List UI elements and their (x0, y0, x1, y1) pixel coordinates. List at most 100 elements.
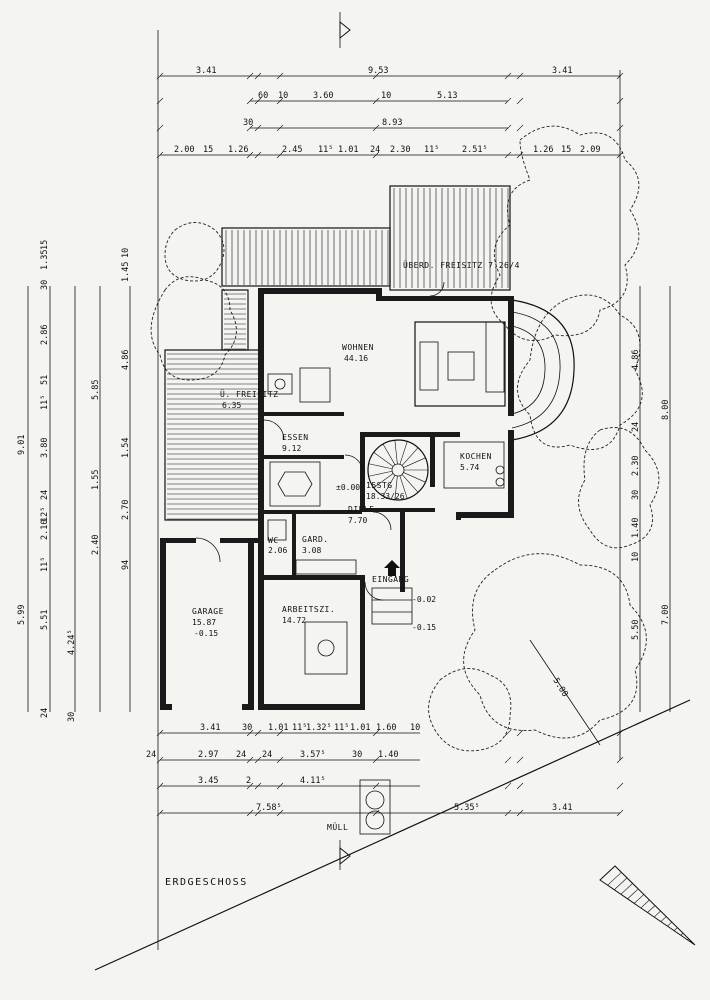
dim-bot-3-1: 2 (246, 776, 251, 786)
dim-tick (616, 809, 624, 817)
dim-tick (372, 97, 380, 105)
dim-tick (156, 729, 164, 737)
stair-tread (382, 475, 396, 497)
north-arrow-hatch (640, 899, 650, 909)
dim-right-c1-4: 1.40 (631, 518, 641, 538)
dim-tick (616, 97, 624, 105)
dim-top-4-9: 2.51⁵ (462, 145, 488, 155)
dim-bot-4-1: 5.35⁵ (454, 803, 480, 813)
room-area-kochen: 5.74 (460, 463, 479, 472)
dim-top-4-4: 11⁵ (318, 145, 333, 155)
wardrobe (295, 559, 357, 575)
dim-left-c2-3: 2.86 (40, 325, 50, 345)
dimension-lines (27, 72, 671, 817)
dim-bot-1-5: 11⁵ (334, 723, 349, 733)
room-name-garage: GARAGE (192, 607, 224, 616)
coffee-table (447, 351, 475, 381)
stove (267, 373, 293, 395)
dim-top-4-5: 1.01 (338, 145, 358, 155)
room-name-freisitz: Ü. FREISITZ (220, 389, 278, 399)
dim-left-c3-4: 1.54 (121, 438, 131, 458)
entrance-steps (371, 560, 413, 625)
stair-tread (403, 457, 426, 468)
section-markers (339, 12, 351, 870)
room-area-arbeitszi: 14.72 (282, 616, 306, 625)
entrance-arrow-icon (384, 560, 400, 576)
tree-left (150, 276, 237, 381)
dim-top-1-1: 9.53 (368, 66, 388, 76)
dim-tick (616, 756, 624, 764)
dim-top-4-1: 15 (203, 145, 213, 155)
dim-top-4-12: 2.09 (580, 145, 600, 155)
stair-tread (368, 470, 393, 477)
roof-hatching (164, 185, 511, 521)
dim-right-c1-6: 5.50 (631, 620, 641, 640)
stair-tread (399, 475, 408, 499)
room-area-freisitz: 6.35 (222, 401, 241, 410)
dim-top-4-3: 2.45 (282, 145, 302, 155)
terrace-deck (164, 349, 261, 521)
stair-tread (399, 441, 408, 465)
dim-tick (276, 72, 284, 80)
dim-bot-1-3: 11⁵ (292, 723, 307, 733)
level-entry: -0.02 (412, 595, 436, 604)
room-name-freisitz-upper: ÜBERD. FREISITZ 7.26/4 (403, 260, 520, 270)
dim-tick (276, 809, 284, 817)
dim-tick (156, 756, 164, 764)
room-name-gard: GARD. (302, 535, 329, 544)
dim-left-c2-7: 24 (40, 490, 50, 500)
dining-table-octagon (277, 471, 313, 497)
room-name-kochen: KOCHEN (460, 452, 492, 461)
stair-tread (403, 472, 426, 483)
dim-top-4-8: 11⁵ (424, 145, 439, 155)
dim-left-c2-1: 30 (40, 280, 50, 290)
furniture (267, 321, 506, 675)
dim-tick (616, 72, 624, 80)
dim-bot-1-6: 1.01 (350, 723, 370, 733)
dim-bot-1-8: 10 (410, 723, 420, 733)
dim-right-c1-3: 30 (631, 490, 641, 500)
dim-left-c3-6: 2.70 (121, 500, 131, 520)
dim-tick (616, 782, 624, 790)
dim-tick (246, 97, 254, 105)
dim-left-c3-5: 1.55 (91, 470, 101, 490)
level-diele: ±0.00 (336, 483, 360, 492)
desk (304, 621, 348, 675)
north-arrow-hatch (620, 883, 633, 895)
stair-tread (368, 463, 393, 470)
dim-bot-1-0: 3.41 (200, 723, 220, 733)
dim-tick (516, 729, 524, 737)
room-name-arbeitszi: ARBEITSZI. (282, 605, 335, 614)
dim-tick (246, 809, 254, 817)
room-area-gard: 3.08 (302, 546, 321, 555)
dim-left-c2-8: 2.10 (40, 520, 50, 540)
level-garage: -0.15 (194, 629, 218, 638)
tree-left-top (164, 222, 225, 282)
dim-top-2-0: 60 (258, 91, 268, 101)
dim-top-2-2: 3.60 (313, 91, 333, 101)
dim-tick (246, 782, 254, 790)
dim-tick (372, 782, 380, 790)
dim-tick (516, 72, 524, 80)
dim-bot-2-4: 3.57⁵ (300, 750, 326, 760)
room-name-wohnen: WOHNEN (342, 343, 374, 352)
dim-bot-2-0: 24 (146, 750, 156, 760)
tree-far-right (578, 427, 660, 549)
dim-bot-3-2: 4.11⁵ (300, 776, 326, 786)
dims-left: 9.01 5.99 15 30 1.35 2.86 11⁵ 51 3.80 24… (17, 240, 131, 722)
dim-tick (276, 97, 284, 105)
dim-top-4-2: 1.26 (228, 145, 248, 155)
stair-tread (401, 474, 419, 493)
dim-bot-1-1: 30 (242, 723, 252, 733)
roof-overhang-east (389, 185, 511, 291)
north-arrow-hatch (660, 916, 667, 922)
dim-tick (516, 97, 524, 105)
dim-tick (246, 729, 254, 737)
north-arrow-hatch (673, 927, 678, 931)
label-muell: MÜLL (327, 822, 348, 832)
dim-top-2-4: 5.13 (437, 91, 457, 101)
dim-tick (254, 809, 262, 817)
tree-bottom (428, 668, 512, 752)
wc-toilet (267, 519, 287, 541)
